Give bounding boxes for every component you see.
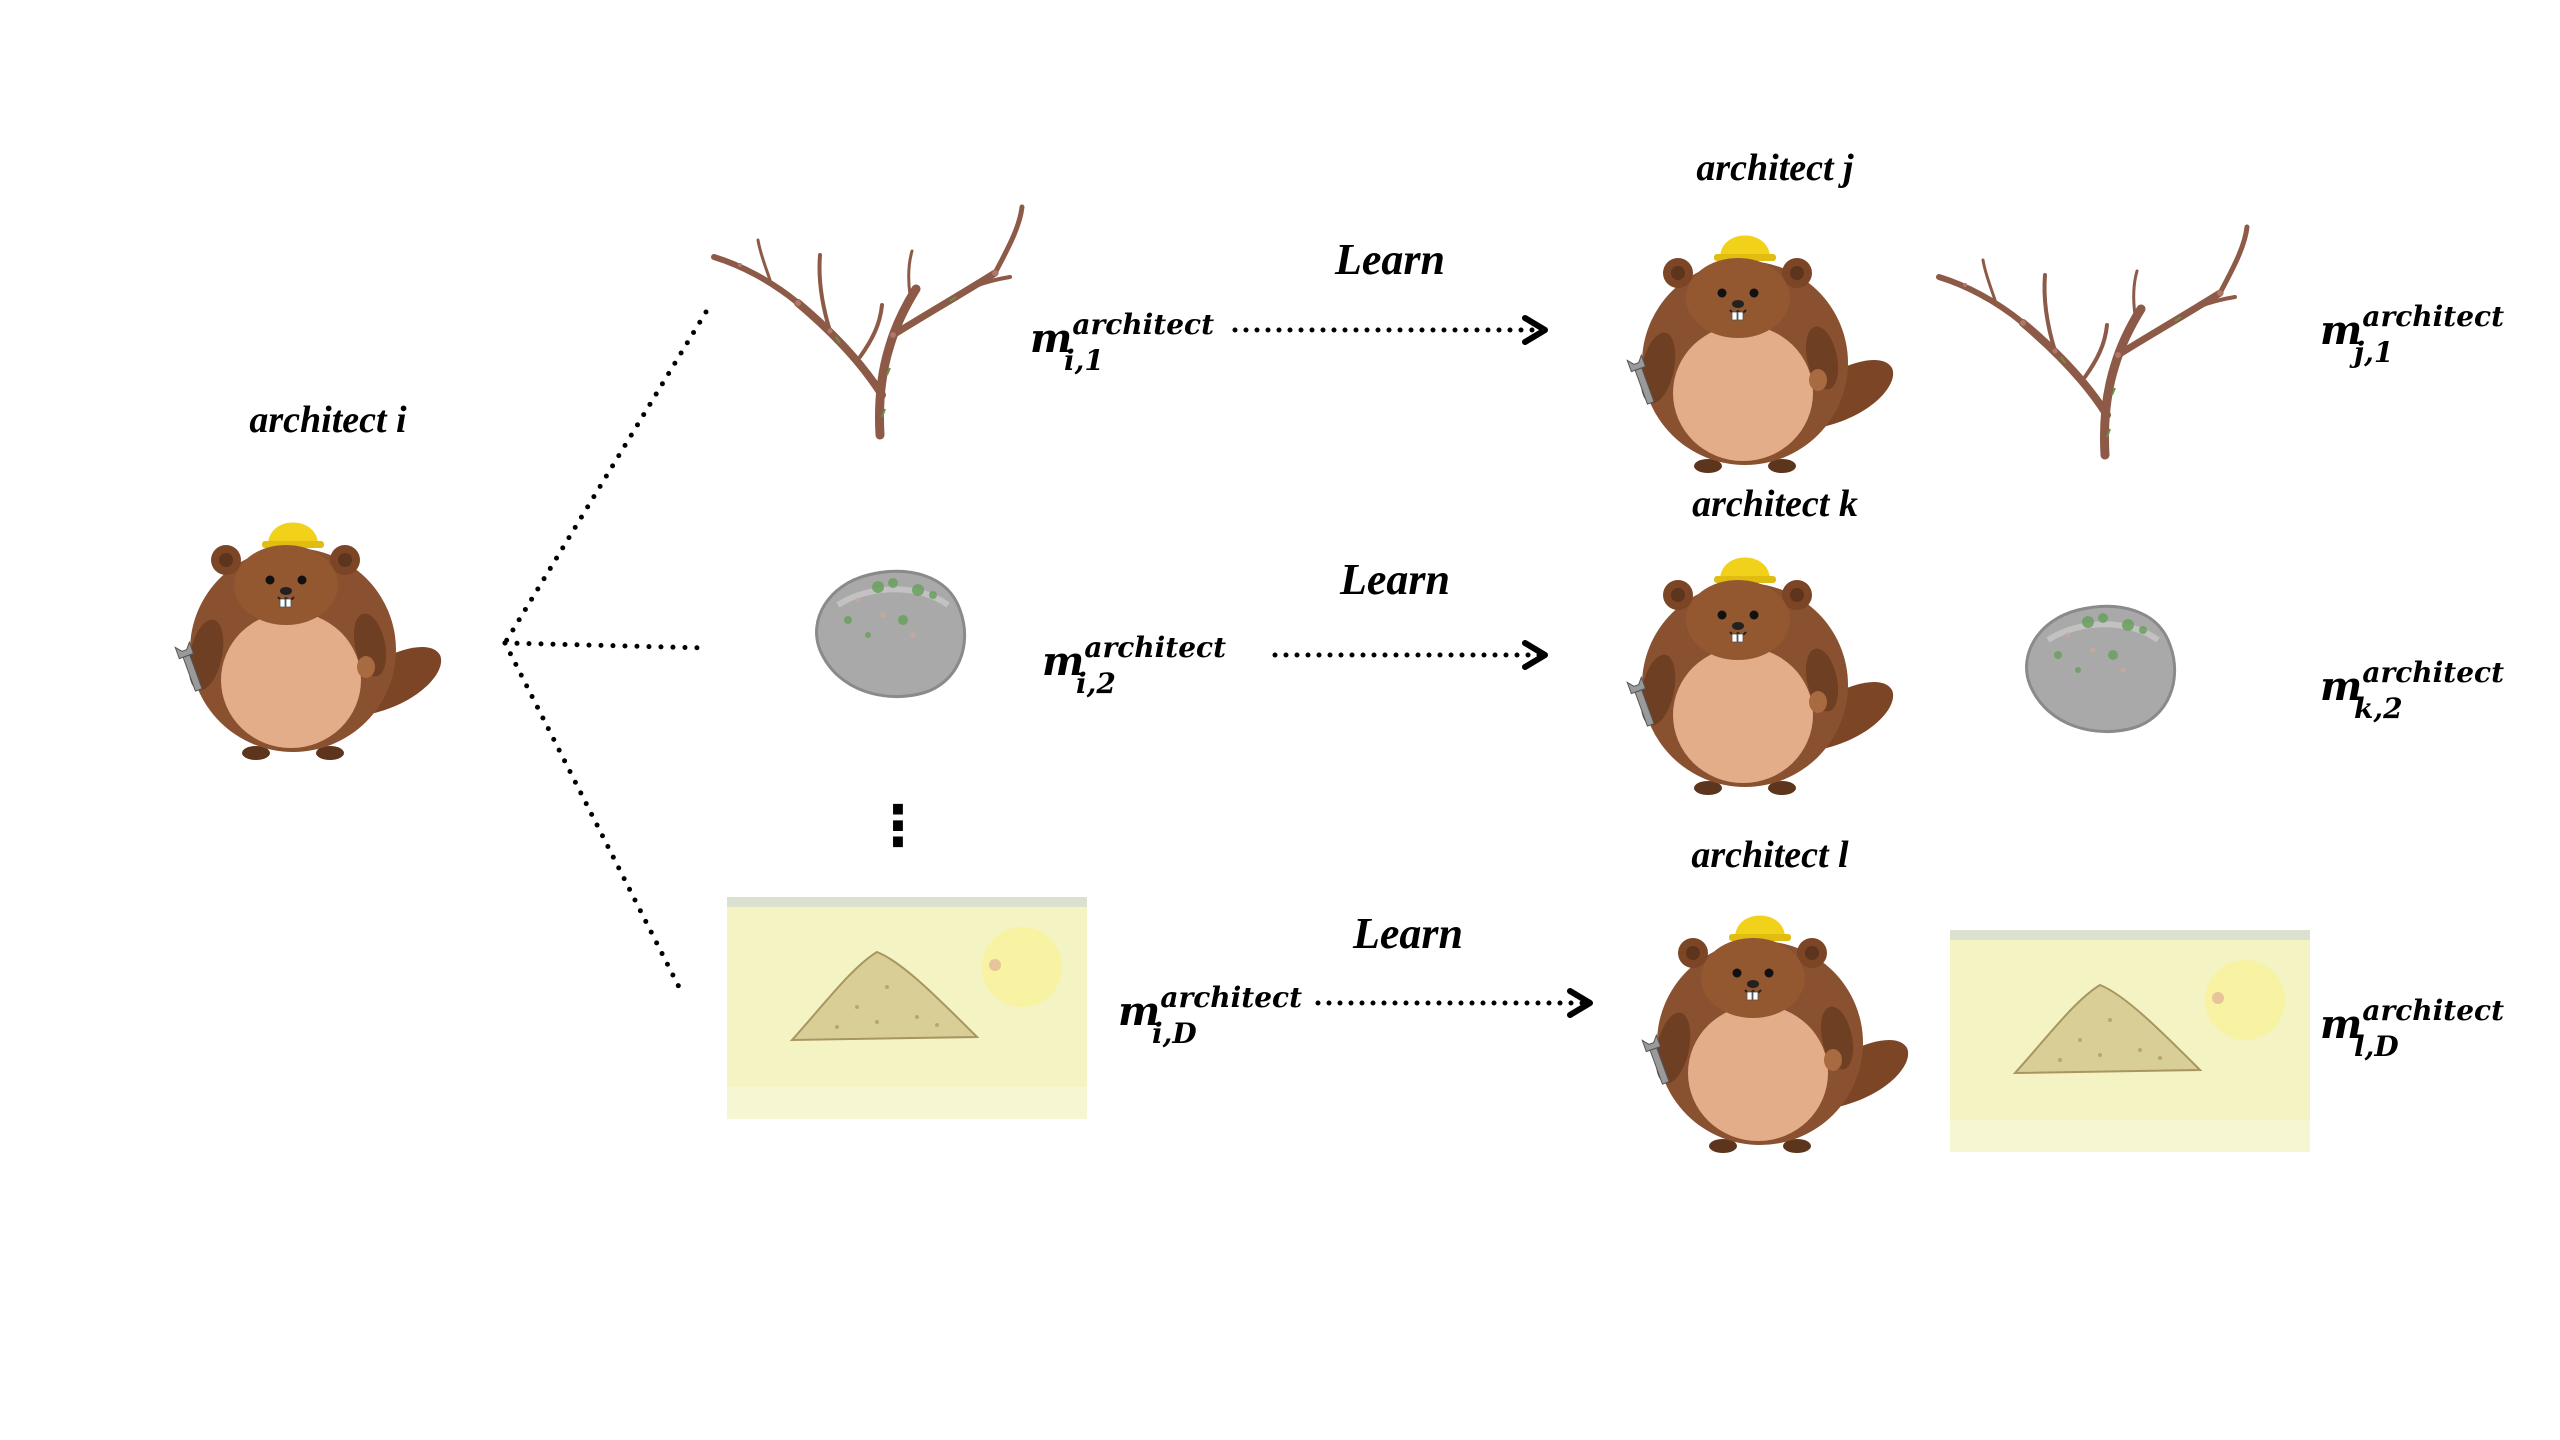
source-architect: architect i — [174, 399, 443, 761]
target-architect-label-row-3: architect l — [1691, 834, 1849, 876]
twig-copy-image — [1939, 227, 2247, 455]
sand-pile-material-image — [726, 896, 1088, 1120]
beaver-architect-j-illustration — [1626, 234, 1895, 474]
vertical-ellipsis: ⋮ — [870, 794, 926, 859]
connector-to-row-2 — [502, 640, 709, 651]
sand-pile-copy-image — [1949, 929, 2311, 1153]
arrow-head-row-3 — [1567, 988, 1593, 1018]
learn-label-row-1: Learn — [1334, 235, 1445, 284]
beaver-architect-l-illustration — [1641, 914, 1910, 1154]
arrow-head-row-1 — [1522, 315, 1548, 345]
connector-to-row-3 — [502, 640, 686, 998]
stone-copy-image — [2027, 606, 2175, 731]
stone-material-image — [817, 571, 965, 696]
source-beaver-illustration — [174, 521, 443, 761]
arrow-head-row-2 — [1522, 640, 1548, 670]
twig-material-image — [714, 207, 1022, 435]
learn-label-row-2: Learn — [1339, 555, 1450, 604]
target-architect-label-row-1: architect j — [1696, 147, 1854, 189]
fan-out-connectors — [502, 309, 709, 998]
source-architect-label: architect i — [249, 399, 407, 441]
learn-label-row-3: Learn — [1352, 909, 1463, 958]
beaver-architect-k-illustration — [1626, 556, 1895, 796]
connector-to-row-1 — [502, 309, 709, 646]
target-architect-label-row-2: architect k — [1692, 483, 1858, 525]
